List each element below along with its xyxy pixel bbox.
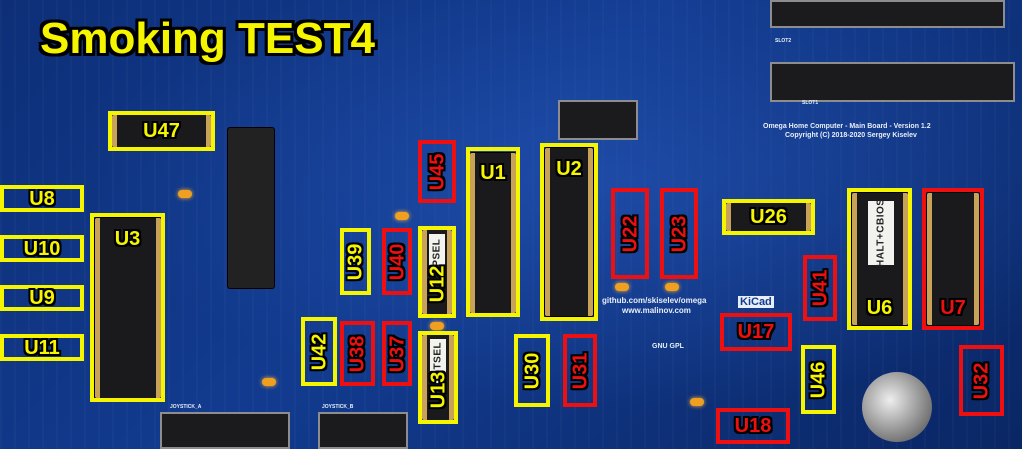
chip-label-text: U11 (24, 336, 60, 359)
chip-label-text: U22 (619, 215, 642, 252)
chip-label-u46: U46 (801, 345, 836, 414)
board-title-text: Omega Home Computer - Main Board - Versi… (763, 123, 931, 130)
chip-label-text: U37 (386, 335, 409, 372)
chip-label-u30: U30 (514, 334, 550, 407)
chip-label-u47: U47 (108, 111, 215, 151)
chip-label-text: U7 (940, 297, 966, 319)
chip-label-text: U47 (143, 120, 180, 142)
joystick-a-connector (160, 412, 290, 449)
chip-label-u10: U10 (0, 235, 84, 262)
chip-label-u11: U11 (0, 334, 84, 361)
chip-label-text: U45 (426, 153, 449, 190)
chip-u47 (112, 115, 211, 147)
chip-label-u37: U37 (382, 321, 412, 386)
chip-label-text: U46 (807, 361, 830, 398)
chip-label-text: U23 (668, 215, 691, 252)
chip-u6: HALT+CBIOS (852, 193, 908, 325)
chip-label-text: U32 (970, 362, 993, 399)
slot2-connector (770, 0, 1005, 28)
chip-label-u31: U31 (563, 334, 597, 407)
slot1-label: SLOT1 (802, 100, 819, 106)
chip-label-text: U31 (569, 352, 592, 389)
chip-label-text: U6 (866, 297, 893, 319)
gpl-text: GNU GPL (652, 343, 684, 350)
chip-label-text: U38 (346, 335, 369, 372)
chip-label-u38: U38 (340, 321, 375, 386)
chip-label-text: U39 (344, 243, 367, 280)
chip-u13: IOTSEL (422, 335, 454, 420)
slot1-connector (770, 62, 1015, 102)
chip-label-u12: U12 (418, 226, 456, 318)
chip-label-text: U8 (29, 187, 55, 210)
chip-label-text: U9 (29, 287, 55, 309)
page-title: Smoking TEST4 (40, 14, 375, 63)
battery (862, 372, 932, 442)
chip-label-text: U2 (556, 158, 582, 180)
chip-u12: IPSEL (422, 230, 452, 314)
chip-label-u7: U7 (922, 188, 984, 330)
chip-label-u39: U39 (340, 228, 371, 295)
chip-label-u32: U32 (959, 345, 1004, 416)
chip-label-text: U13 (427, 371, 450, 409)
empty-socket (228, 128, 274, 288)
chip-label-text: U3 (114, 228, 141, 250)
chip-u2 (545, 148, 593, 316)
chip-label-u41: U41 (803, 255, 837, 321)
chip-label-text: U10 (23, 237, 61, 260)
copyright-text: Copyright (C) 2018-2020 Sergey Kiselev (785, 132, 917, 139)
chip-label-u2: U2 (540, 143, 598, 321)
joystick-b-connector (318, 412, 408, 449)
chip-label-u9: U9 (0, 285, 84, 311)
chip-label-u8: U8 (0, 185, 84, 212)
chip-label-u22: U22 (611, 188, 649, 279)
chip-label-text: U42 (308, 333, 331, 370)
chip-label-u6: U6 (847, 188, 912, 330)
github-text: github.com/skiselev/omega (602, 296, 707, 305)
site-text: www.malinov.com (622, 306, 691, 315)
chip-label-u3: U3 (90, 213, 165, 402)
chip-label-u1: U1 (466, 147, 520, 317)
chip-u1 (470, 153, 516, 313)
header-connector (558, 100, 638, 140)
chip-u3 (95, 218, 161, 398)
joystick-a-label: JOYSTICK_A (170, 404, 202, 410)
chip-label-text: U17 (737, 321, 775, 343)
chip-label-text: U12 (426, 265, 449, 303)
chip-label-u40: U40 (382, 228, 412, 295)
chip-label-u45: U45 (418, 140, 456, 203)
chip-label-u13: U13 (418, 331, 458, 424)
joystick-b-label: JOYSTICK_B (322, 404, 354, 410)
chip-label-text: U30 (521, 352, 544, 389)
chip-label-u17: U17 (720, 313, 792, 351)
chip-label-u18: U18 (716, 408, 790, 444)
kicad-logo: KiCad (738, 296, 774, 308)
chip-u7 (927, 193, 979, 325)
chip-label-text: U40 (386, 243, 409, 280)
chip-label-text: U41 (809, 269, 832, 307)
chip-label-text: U1 (480, 162, 506, 184)
chip-label-text: U18 (734, 415, 772, 437)
slot2-label: SLOT2 (775, 38, 792, 44)
chip-u26 (726, 203, 811, 231)
chip-label-u26: U26 (722, 199, 815, 235)
chip-label-text: U26 (750, 206, 787, 228)
chip-label-u23: U23 (660, 188, 698, 279)
chip-label-u42: U42 (301, 317, 337, 386)
